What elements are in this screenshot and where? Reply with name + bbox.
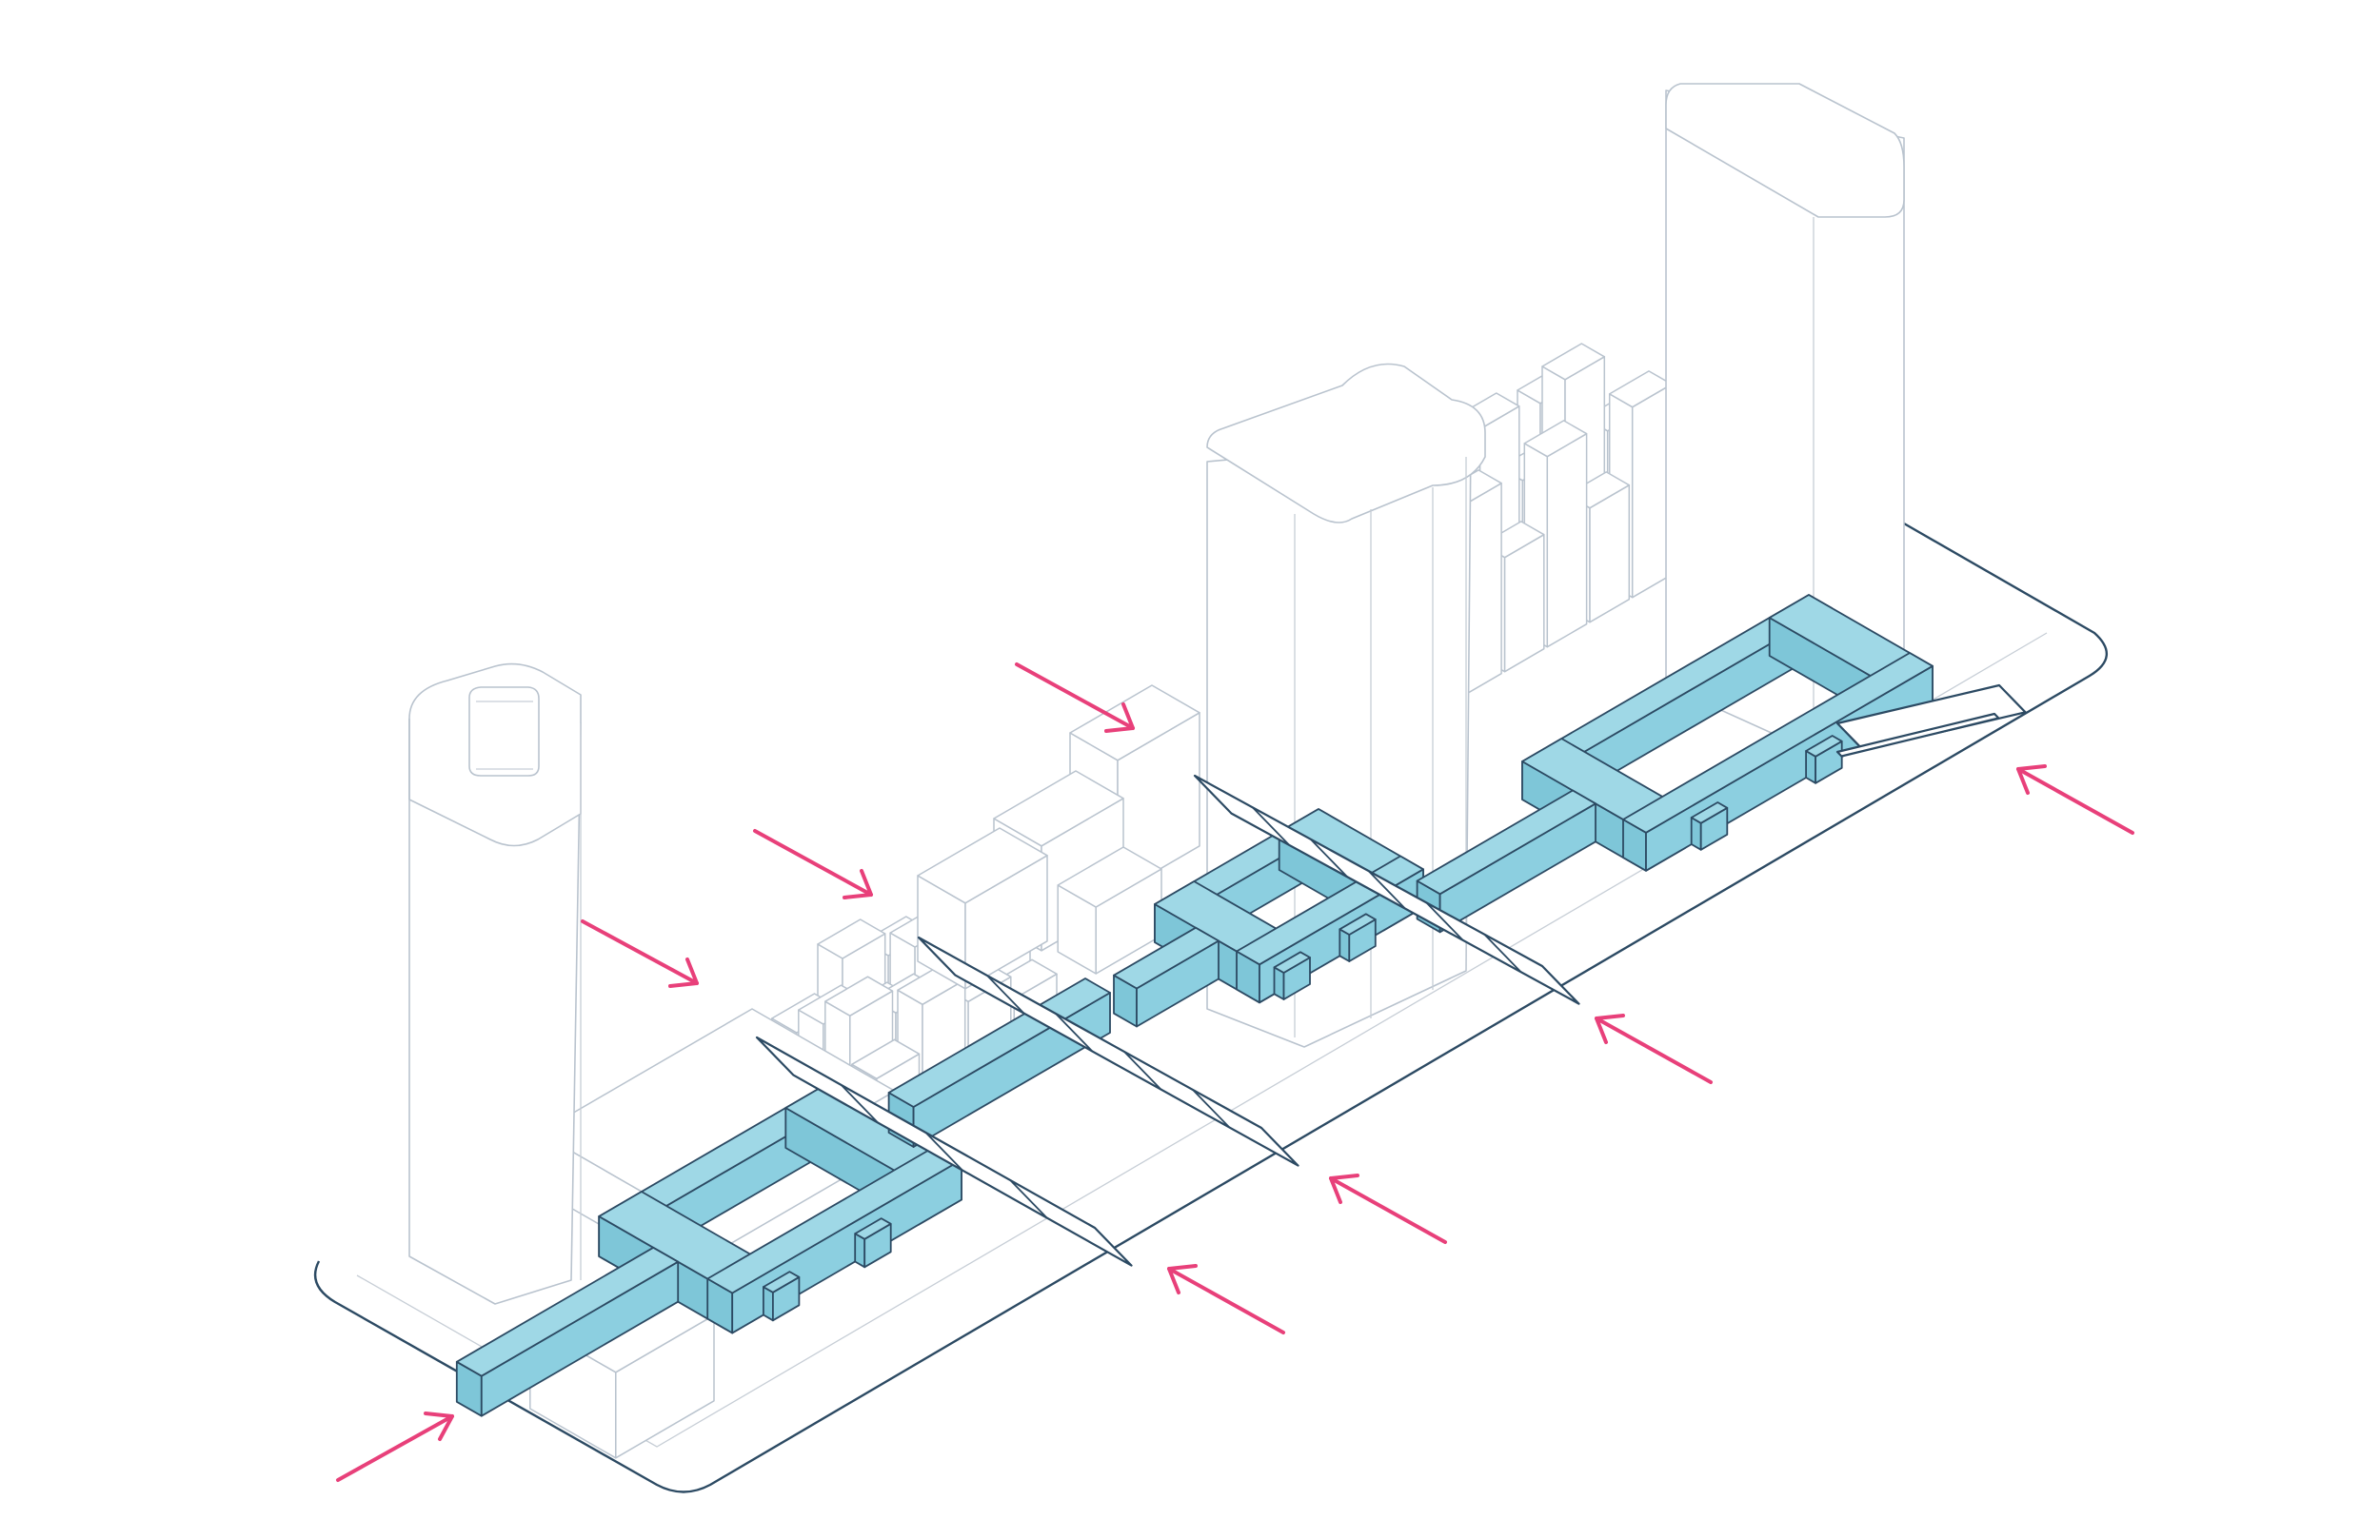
arrow-front-2	[1597, 1016, 1711, 1082]
arrow-front-3	[1331, 1175, 1445, 1242]
arrow-back-3	[583, 921, 697, 986]
arrow-back-2	[755, 831, 871, 898]
arrow-front-4	[1169, 1266, 1283, 1333]
arrow-front-1	[2018, 766, 2132, 833]
left-tower	[409, 664, 581, 1304]
arrow-front-left	[338, 1413, 452, 1480]
